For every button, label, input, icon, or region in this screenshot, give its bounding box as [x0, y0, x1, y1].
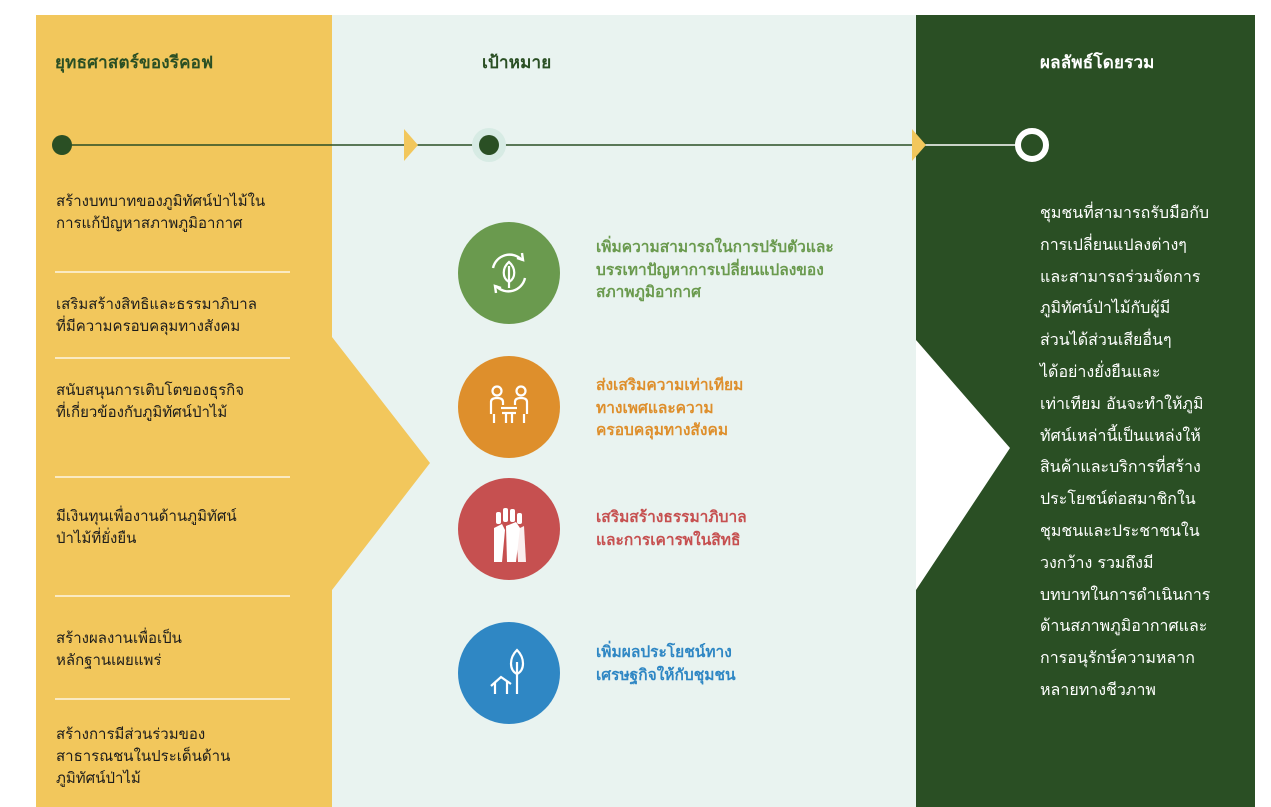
strategy-item: สร้างผลงานเพื่อเป็น หลักฐานเผยแพร่	[56, 627, 318, 671]
outcome-line: และสามารถร่วมจัดการ	[1040, 266, 1201, 286]
outcome-header: ผลลัพธ์โดยรวม	[1040, 53, 1155, 73]
strategy-item: เสริมสร้างสิทธิและธรรมาภิบาล ที่มีความคร…	[56, 293, 318, 337]
outcome-line: การเปลี่ยนแปลงต่างๆ	[1040, 234, 1187, 254]
strategy-line: การแก้ปัญหาสภาพภูมิอากาศ	[56, 214, 243, 232]
outcome-panel	[916, 15, 1255, 807]
goal-line: บรรเทาปัญหาการเปลี่ยนแปลงของ	[596, 260, 824, 279]
outcome-line: วงกว้าง รวมถึงมี	[1040, 552, 1154, 572]
goal-line: เศรษฐกิจให้กับชุมชน	[596, 665, 736, 684]
house-tree-icon	[458, 622, 560, 724]
strategy-line: ป่าไม้ที่ยั่งยืน	[56, 529, 137, 547]
goal-text-economic: เพิ่มผลประโยชน์ทาง เศรษฐกิจให้กับชุมชน	[596, 641, 916, 686]
strategy-line: สร้างการมีส่วนร่วมของ	[56, 725, 206, 743]
goals-header: เป้าหมาย	[482, 53, 552, 73]
goal-line: เพิ่มผลประโยชน์ทาง	[596, 643, 732, 661]
goals-panel	[332, 15, 916, 807]
strategy-line: สร้างบทบาทของภูมิทัศน์ป่าไม้ใน	[56, 192, 266, 210]
outcome-line: สินค้าและบริการที่สร้าง	[1040, 457, 1201, 477]
outcome-line: ทัศน์เหล่านี้เป็นแหล่งให้	[1040, 425, 1201, 445]
outcome-line: ชุมชนและประชาชนใน	[1040, 520, 1200, 540]
outcome-line: ประโยชน์ต่อสมาชิกใน	[1040, 489, 1196, 509]
strategies-panel	[36, 15, 430, 807]
outcome-text: ชุมชนที่สามารถรับมือกับ การเปลี่ยนแปลงต่…	[1040, 197, 1250, 706]
recycle-leaf-icon	[458, 222, 560, 324]
goal-line: ส่งเสริมความเท่าเทียม	[596, 376, 744, 394]
outcome-line: ด้านสภาพภูมิอากาศและ	[1040, 616, 1208, 636]
outcome-line: การอนุรักษ์ความหลาก	[1040, 648, 1195, 668]
outcome-line: ได้อย่างยั่งยืนและ	[1040, 361, 1161, 381]
strategy-line: สร้างผลงานเพื่อเป็น	[56, 629, 182, 647]
strategy-line: ที่เกี่ยวข้องกับภูมิทัศน์ป่าไม้	[56, 403, 228, 421]
outcome-line: ส่วนได้ส่วนเสียอื่นๆ	[1040, 330, 1172, 350]
goal-line: ครอบคลุมทางสังคม	[596, 421, 729, 439]
arrow-marker-2	[912, 129, 926, 161]
goal-line: และการเคารพในสิทธิ	[596, 530, 741, 549]
timeline-node-start	[52, 135, 72, 155]
arrow-marker-1	[404, 129, 418, 161]
strategy-line: ที่มีความครอบคลุมทางสังคม	[56, 317, 241, 335]
strategy-item: สร้างการมีส่วนร่วมของ สาธารณชนในประเด็นด…	[56, 723, 318, 789]
goal-line: เพิ่มความสามารถในการปรับตัวและ	[596, 238, 834, 256]
goal-line: สภาพภูมิอากาศ	[596, 283, 701, 301]
outcome-line: เท่าเทียม อันจะทำให้ภูมิ	[1040, 393, 1204, 413]
strategy-line: มีเงินทุนเพื่องานด้านภูมิทัศน์	[56, 507, 237, 525]
timeline-node-goal	[479, 135, 499, 155]
strategy-item: มีเงินทุนเพื่องานด้านภูมิทัศน์ ป่าไม้ที่…	[56, 505, 318, 549]
strategy-line: หลักฐานเผยแพร่	[56, 651, 162, 669]
strategy-item: สนับสนุนการเติบโตของธุรกิจ ที่เกี่ยวข้อง…	[56, 379, 318, 423]
strategy-line: สนับสนุนการเติบโตของธุรกิจ	[56, 381, 245, 399]
gender-equality-icon	[458, 356, 560, 458]
strategy-line: เสริมสร้างสิทธิและธรรมาภิบาล	[56, 295, 257, 313]
goal-text-governance: เสริมสร้างธรรมาภิบาล และการเคารพในสิทธิ	[596, 506, 916, 551]
raised-hands-icon	[458, 478, 560, 580]
strategy-item: สร้างบทบาทของภูมิทัศน์ป่าไม้ใน การแก้ปัญ…	[56, 190, 318, 234]
strategy-line: สาธารณชนในประเด็นด้าน	[56, 747, 231, 765]
outcome-line: ชุมชนที่สามารถรับมือกับ	[1040, 203, 1210, 222]
goal-line: เสริมสร้างธรรมาภิบาล	[596, 508, 747, 526]
strategy-header: ยุทธศาสตร์ของรีคอฟ	[55, 53, 214, 73]
goal-text-climate: เพิ่มความสามารถในการปรับตัวและ บรรเทาปัญ…	[596, 236, 916, 304]
outcome-line: หลายทางชีวภาพ	[1040, 679, 1156, 699]
outcome-line: ภูมิทัศน์ป่าไม้กับผู้มี	[1040, 298, 1171, 318]
timeline-node-outcome	[1015, 128, 1049, 162]
strategy-line: ภูมิทัศน์ป่าไม้	[56, 769, 141, 787]
outcome-line: บทบาทในการดำเนินการ	[1040, 584, 1211, 604]
goal-line: ทางเพศและความ	[596, 398, 714, 417]
goal-text-gender: ส่งเสริมความเท่าเทียม ทางเพศและความ ครอบ…	[596, 374, 916, 442]
